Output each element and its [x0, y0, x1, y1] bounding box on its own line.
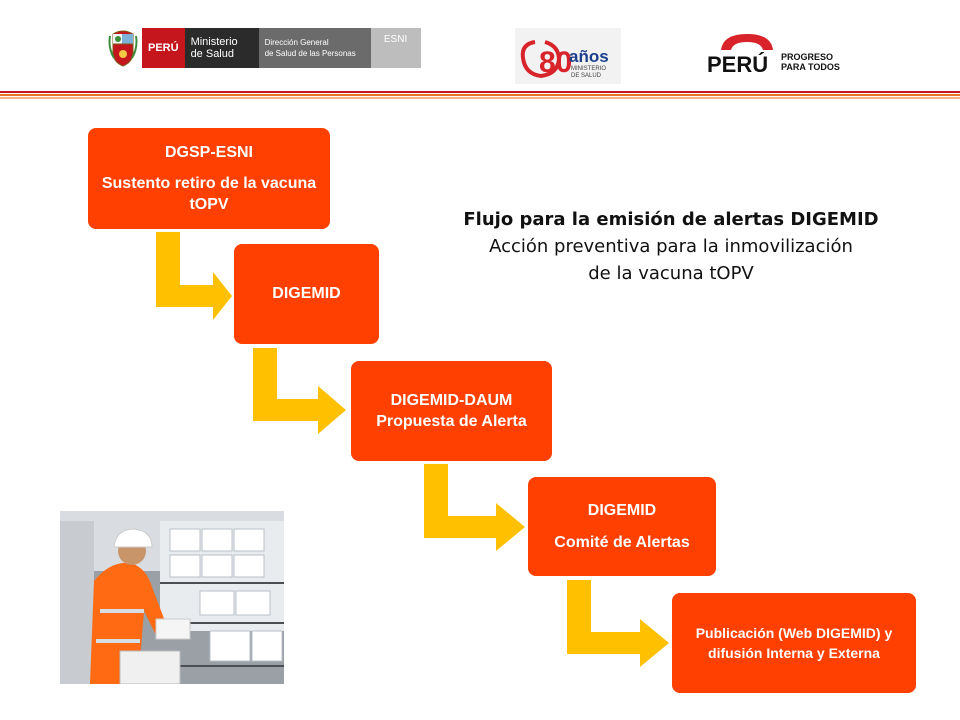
- warehouse-worker-photo: [60, 511, 284, 684]
- flow-step-body: Propuesta de Alerta: [376, 413, 527, 430]
- flow-step-body: Comité de Alertas: [554, 533, 690, 551]
- peru-progreso-logo: PERÚ PROGRESO PARA TODOS: [707, 34, 840, 77]
- flow-step-digemid-daum: DIGEMID-DAUM Propuesta de Alerta: [351, 361, 552, 461]
- title-line2: Acción preventiva para la inmovilización: [489, 236, 853, 257]
- flow-step-title: DGSP-ESNI: [164, 144, 253, 161]
- flow-step-title: DIGEMID-DAUM: [390, 392, 513, 409]
- esni-label: ESNI: [370, 28, 421, 68]
- peru-slogan-line1: PROGRESO: [781, 52, 833, 62]
- direccion-line1: Dirección General: [264, 38, 329, 47]
- flow-arrow-2: [253, 348, 346, 434]
- flow-arrow-4: [567, 580, 669, 667]
- slide-title: Flujo para la emisión de alertas DIGEMID…: [454, 206, 888, 287]
- title-line1: Flujo para la emisión de alertas DIGEMID: [463, 209, 879, 230]
- minsa-logo: PERÚ Ministerio de Salud Dirección Gener…: [108, 28, 421, 68]
- flow-step-body: Sustento retiro de la vacuna tOPV: [101, 175, 317, 213]
- ministerio-line1: Ministerio: [190, 36, 238, 48]
- flow-arrow-3: [424, 464, 525, 551]
- direccion-label: Dirección General de Salud de las Person…: [258, 28, 371, 68]
- flow-arrow-1: [156, 232, 232, 320]
- anniversary-sub: MINISTERIO: [571, 66, 606, 72]
- flow-step-body: Publicación (Web DIGEMID) y difusión Int…: [695, 625, 893, 661]
- coat-of-arms-icon: [108, 30, 138, 67]
- ministerio-line2: de Salud: [190, 48, 234, 60]
- anniversary-sub2: DE SALUD: [571, 73, 602, 79]
- flow-step-comite: DIGEMID Comité de Alertas: [528, 477, 716, 576]
- flow-step-dgsp-esni: DGSP-ESNI Sustento retiro de la vacuna t…: [88, 128, 330, 229]
- anniversary-logo: 80 años MINISTERIO DE SALUD: [515, 28, 621, 84]
- title-line3: de la vacuna tOPV: [588, 263, 754, 284]
- anniversary-word: años: [569, 47, 609, 66]
- peru-slogan-line2: PARA TODOS: [781, 62, 840, 72]
- peru-brand-name: PERÚ: [707, 52, 768, 77]
- anniversary-number: 80: [539, 46, 572, 79]
- direccion-line2: de Salud de las Personas: [264, 49, 356, 58]
- flow-step-publicacion: Publicación (Web DIGEMID) y difusión Int…: [672, 593, 916, 693]
- ministerio-label: Ministerio de Salud: [184, 28, 259, 68]
- flow-step-title: DIGEMID: [272, 285, 341, 302]
- flow-step-digemid: DIGEMID: [234, 244, 379, 344]
- header-stripes: [0, 91, 960, 100]
- peru-label: PERÚ: [142, 28, 185, 68]
- header: PERÚ Ministerio de Salud Dirección Gener…: [0, 0, 960, 99]
- flow-step-title: DIGEMID: [587, 501, 657, 519]
